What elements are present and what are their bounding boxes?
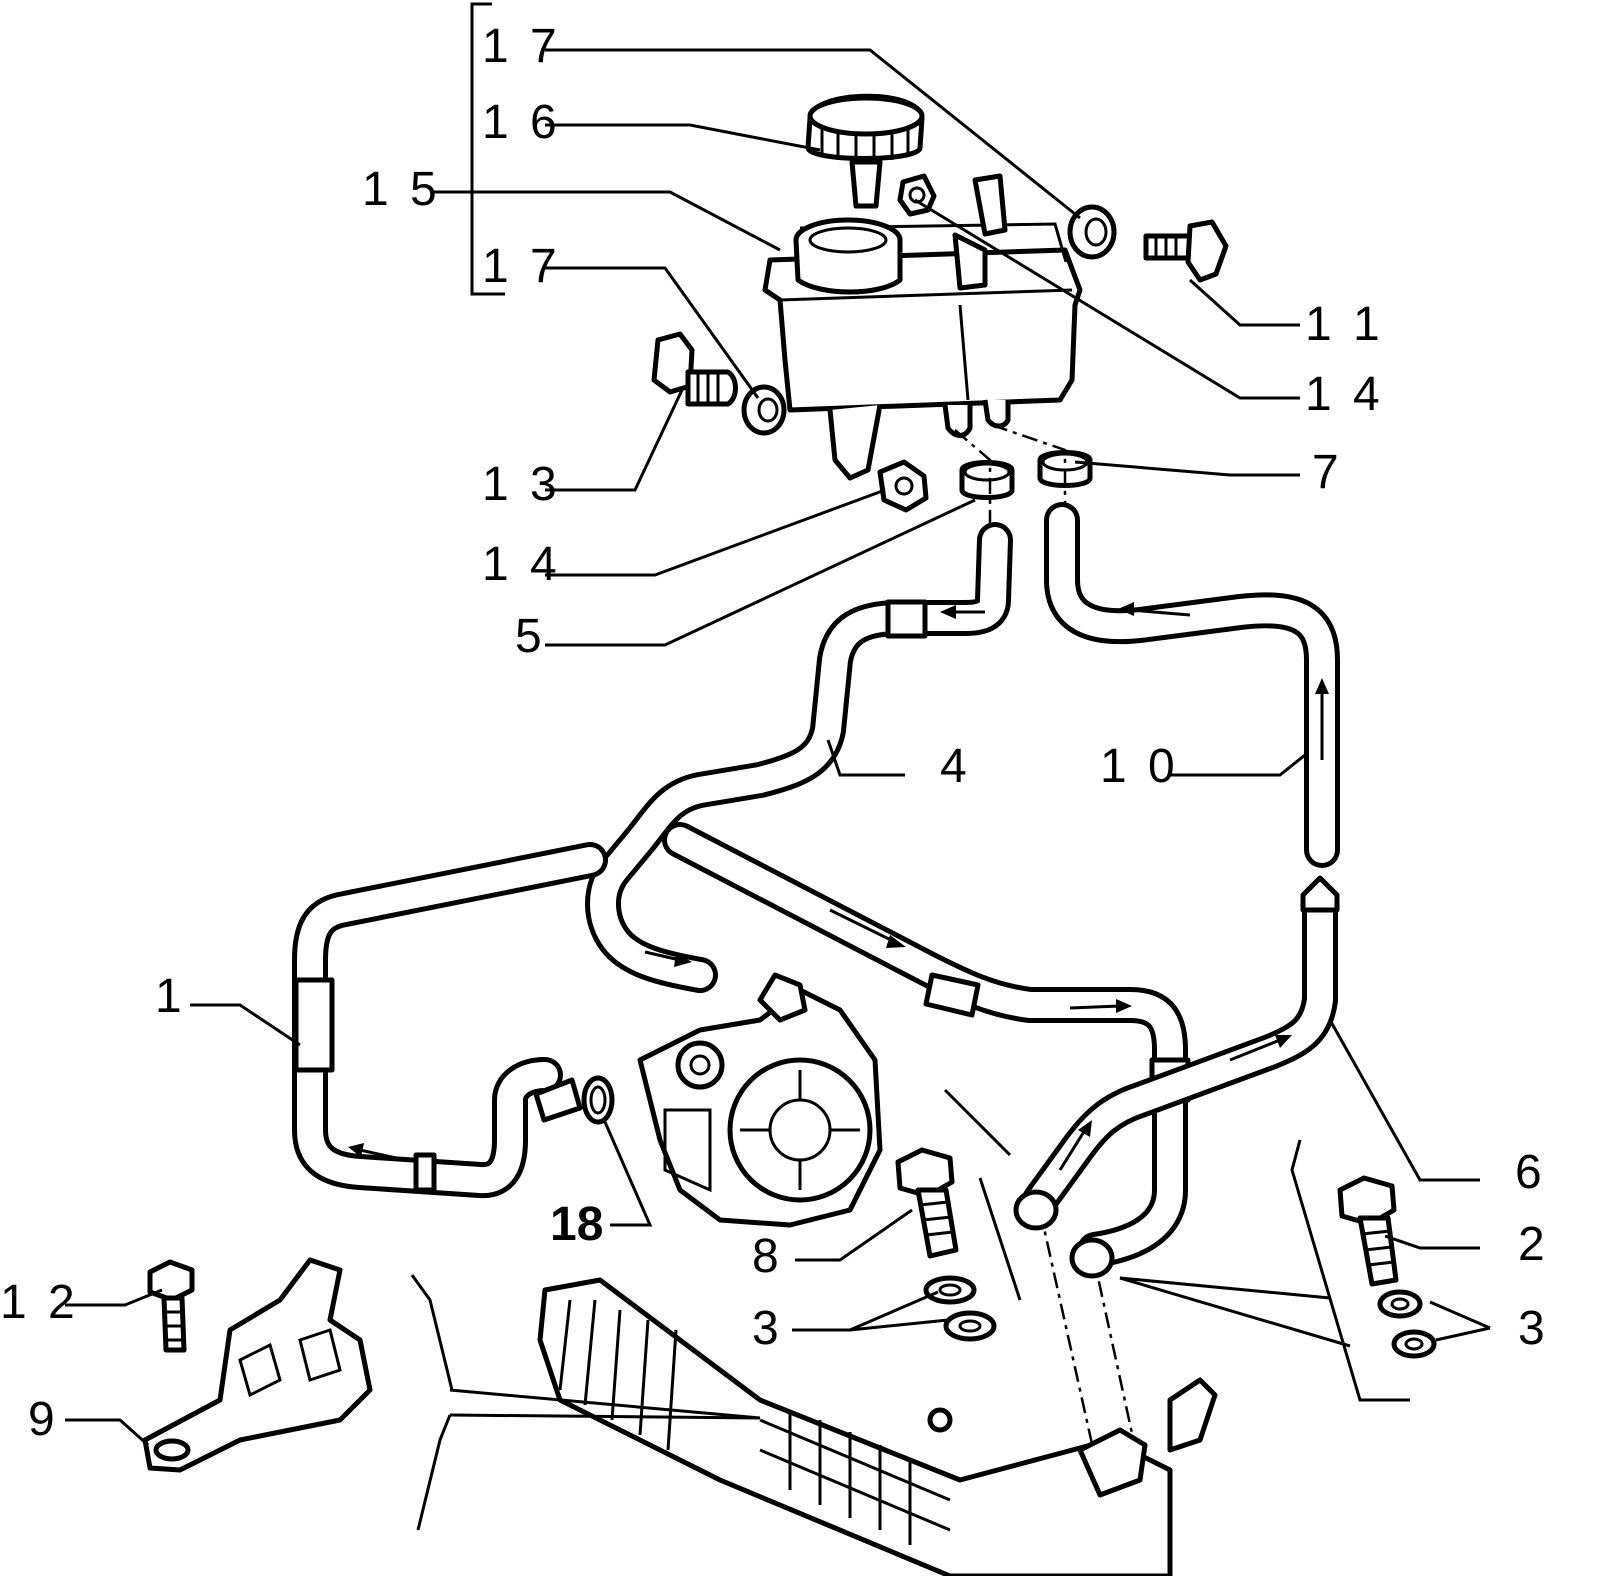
callout-10: 1 0 bbox=[1100, 740, 1179, 793]
steering-pump bbox=[637, 972, 883, 1228]
assembly-line-rack bbox=[1038, 1209, 1142, 1481]
break-line-2 bbox=[1290, 1139, 1410, 1402]
callout-8: 8 bbox=[752, 1230, 783, 1283]
bushing-14-upper bbox=[897, 173, 937, 217]
leader-lines bbox=[65, 48, 1491, 1447]
callout-11: 1 1 bbox=[1305, 298, 1384, 351]
callout-5: 5 bbox=[515, 610, 546, 663]
callout-16: 1 6 bbox=[482, 96, 561, 149]
callout-1: 1 bbox=[155, 970, 186, 1023]
break-line-3 bbox=[410, 1274, 454, 1531]
callout-15: 1 5 bbox=[362, 163, 441, 216]
bolt-13 bbox=[651, 331, 738, 407]
callout-6: 6 bbox=[1515, 1146, 1546, 1199]
bolt-8 bbox=[895, 1147, 959, 1259]
hose-clamp-5 bbox=[959, 460, 1015, 500]
callout-3-left: 3 bbox=[752, 1302, 783, 1355]
callout-2: 2 bbox=[1518, 1218, 1549, 1271]
grommet-17-upper bbox=[1067, 204, 1117, 260]
callout-13: 1 3 bbox=[482, 458, 561, 511]
bolt-12 bbox=[147, 1259, 195, 1353]
steering-rack bbox=[537, 1277, 1218, 1576]
callout-12: 1 2 bbox=[0, 1276, 79, 1329]
bracket-9 bbox=[142, 1257, 373, 1473]
bolt-11 bbox=[1143, 219, 1229, 283]
bolt-2 bbox=[1337, 1175, 1399, 1287]
washer-3-right bbox=[1377, 1289, 1437, 1359]
assembly-line-5 bbox=[954, 429, 992, 540]
callout-9: 9 bbox=[28, 1393, 59, 1446]
flow-arrows bbox=[348, 602, 1329, 1171]
callout-4: 4 bbox=[940, 740, 971, 793]
washer-3-left bbox=[923, 1275, 997, 1342]
callout-3-right: 3 bbox=[1518, 1302, 1549, 1355]
callout-14-right: 1 4 bbox=[1305, 368, 1384, 421]
callout-14-left: 1 4 bbox=[482, 538, 561, 591]
banjo-fitting-right bbox=[1069, 1237, 1115, 1279]
seal-ring-18 bbox=[581, 1075, 615, 1125]
assembly-line-7 bbox=[991, 423, 1067, 520]
group-bracket bbox=[470, 2, 505, 296]
callout-18: 18 bbox=[550, 1198, 603, 1251]
callout-7: 7 bbox=[1312, 446, 1343, 499]
grommet-17-lower bbox=[741, 384, 787, 436]
callout-17-top: 1 7 bbox=[482, 20, 561, 73]
banjo-fitting-left bbox=[1013, 1189, 1059, 1231]
reservoir-cap bbox=[805, 93, 925, 209]
hose-10 bbox=[1044, 502, 1340, 868]
reservoir bbox=[762, 173, 1083, 481]
bushing-14-lower bbox=[877, 459, 929, 513]
break-line-1 bbox=[943, 1088, 1022, 1301]
callout-17-lower: 1 7 bbox=[482, 240, 561, 293]
